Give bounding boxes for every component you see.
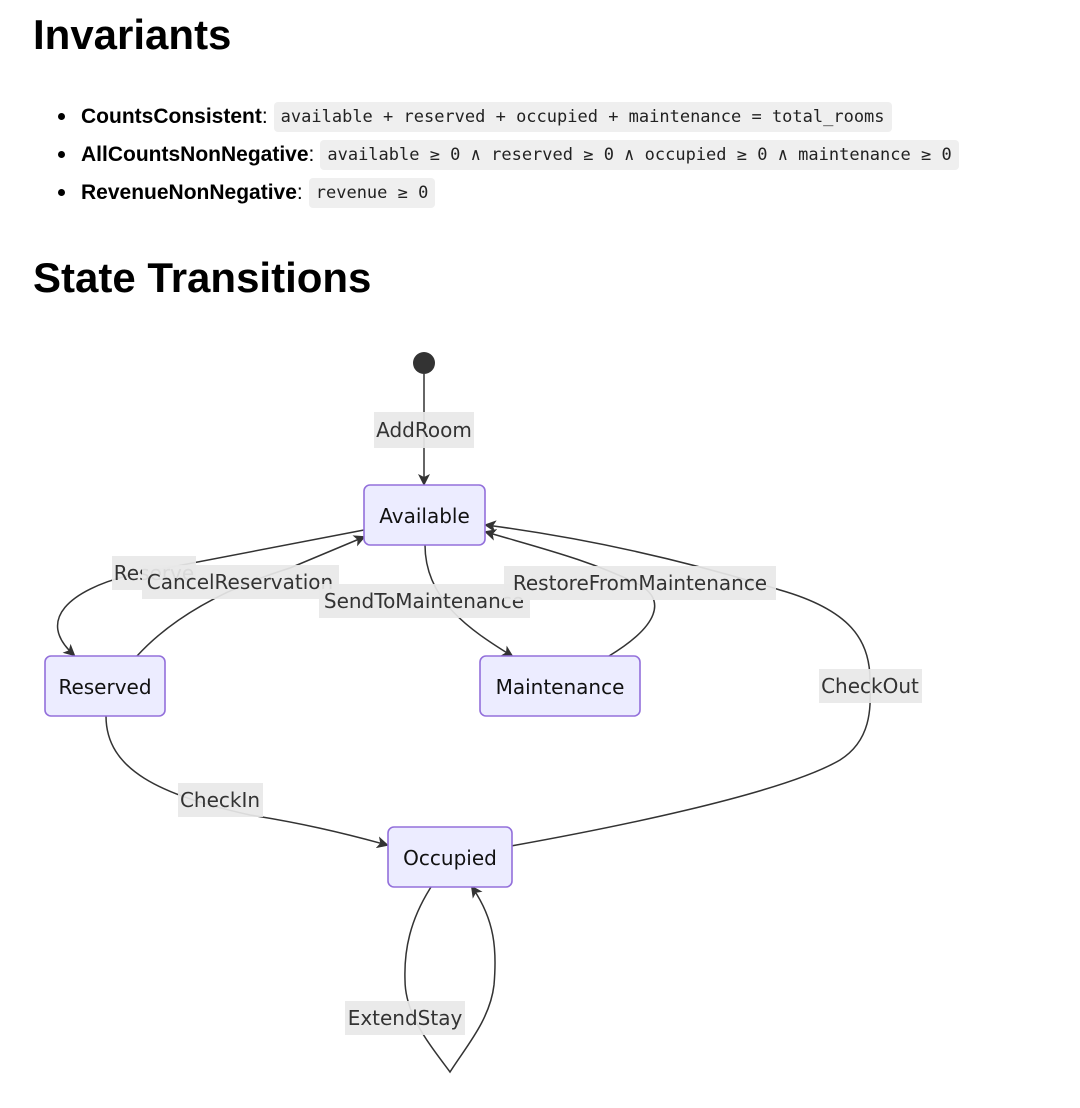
bullet-icon [58,113,65,120]
invariant-item: AllCountsNonNegative: available ≥ 0 ∧ re… [56,136,959,174]
label-background [319,584,530,618]
transition-label: SendToMaintenance [324,589,524,613]
state-maintenance: Maintenance [479,655,641,717]
state-box [363,484,486,546]
invariant-colon: : [308,143,315,166]
state-box [44,655,166,717]
state-label: Reserved [58,675,151,699]
state-label: Available [379,504,470,528]
transition-label-extend-stay: ExtendStay [345,1001,465,1035]
transition-label-cancel-reservation: CancelReservation [142,565,339,599]
transition-label-check-out: CheckOut [819,669,922,703]
invariant-colon: : [296,181,303,204]
bullet-icon [58,151,65,158]
label-background [178,783,263,817]
invariant-item: RevenueNonNegative: revenue ≥ 0 [56,174,959,212]
label-background [345,1001,465,1035]
state-transitions-heading: State Transitions [33,254,372,301]
label-background [504,566,776,600]
state-diagram: Available Reserved Maintenance Occupied … [44,352,922,1074]
transition-label: CheckIn [180,788,260,812]
label-background [819,669,922,703]
invariant-expression: revenue ≥ 0 [308,178,436,208]
state-reserved: Reserved [44,655,166,717]
transition-label-restore-from-maintenance: RestoreFromMaintenance [504,566,776,600]
state-label: Occupied [403,846,497,870]
edge-check-in [105,715,389,849]
state-label: Maintenance [496,675,625,699]
label-background [142,565,339,599]
transition-label: CheckOut [821,674,919,698]
transition-label: AddRoom [376,418,472,442]
invariant-name: CountsConsistent [81,105,262,128]
transition-label: ExtendStay [348,1006,463,1030]
invariant-name: RevenueNonNegative [81,181,297,204]
invariants-heading: Invariants [33,11,232,58]
transition-label-send-to-maintenance: SendToMaintenance [319,584,530,618]
invariant-expression: available ≥ 0 ∧ reserved ≥ 0 ∧ occupied … [320,140,959,170]
transition-label: RestoreFromMaintenance [513,571,767,595]
label-background [374,412,474,448]
invariant-expression: available + reserved + occupied + mainte… [273,102,892,132]
invariant-colon: : [261,105,268,128]
transition-label-add-room: AddRoom [374,412,474,448]
invariant-item: CountsConsistent: available + reserved +… [56,98,959,136]
transition-label: CancelReservation [147,570,333,594]
transition-label-check-in: CheckIn [178,783,263,817]
state-box [387,826,513,888]
start-state-icon [413,352,435,374]
invariant-name: AllCountsNonNegative [81,143,309,166]
invariants-list: CountsConsistent: available + reserved +… [56,98,959,212]
edge-extend-stay [404,885,496,1074]
state-box [479,655,641,717]
state-occupied: Occupied [387,826,513,888]
bullet-icon [58,189,65,196]
state-available: Available [363,484,486,546]
